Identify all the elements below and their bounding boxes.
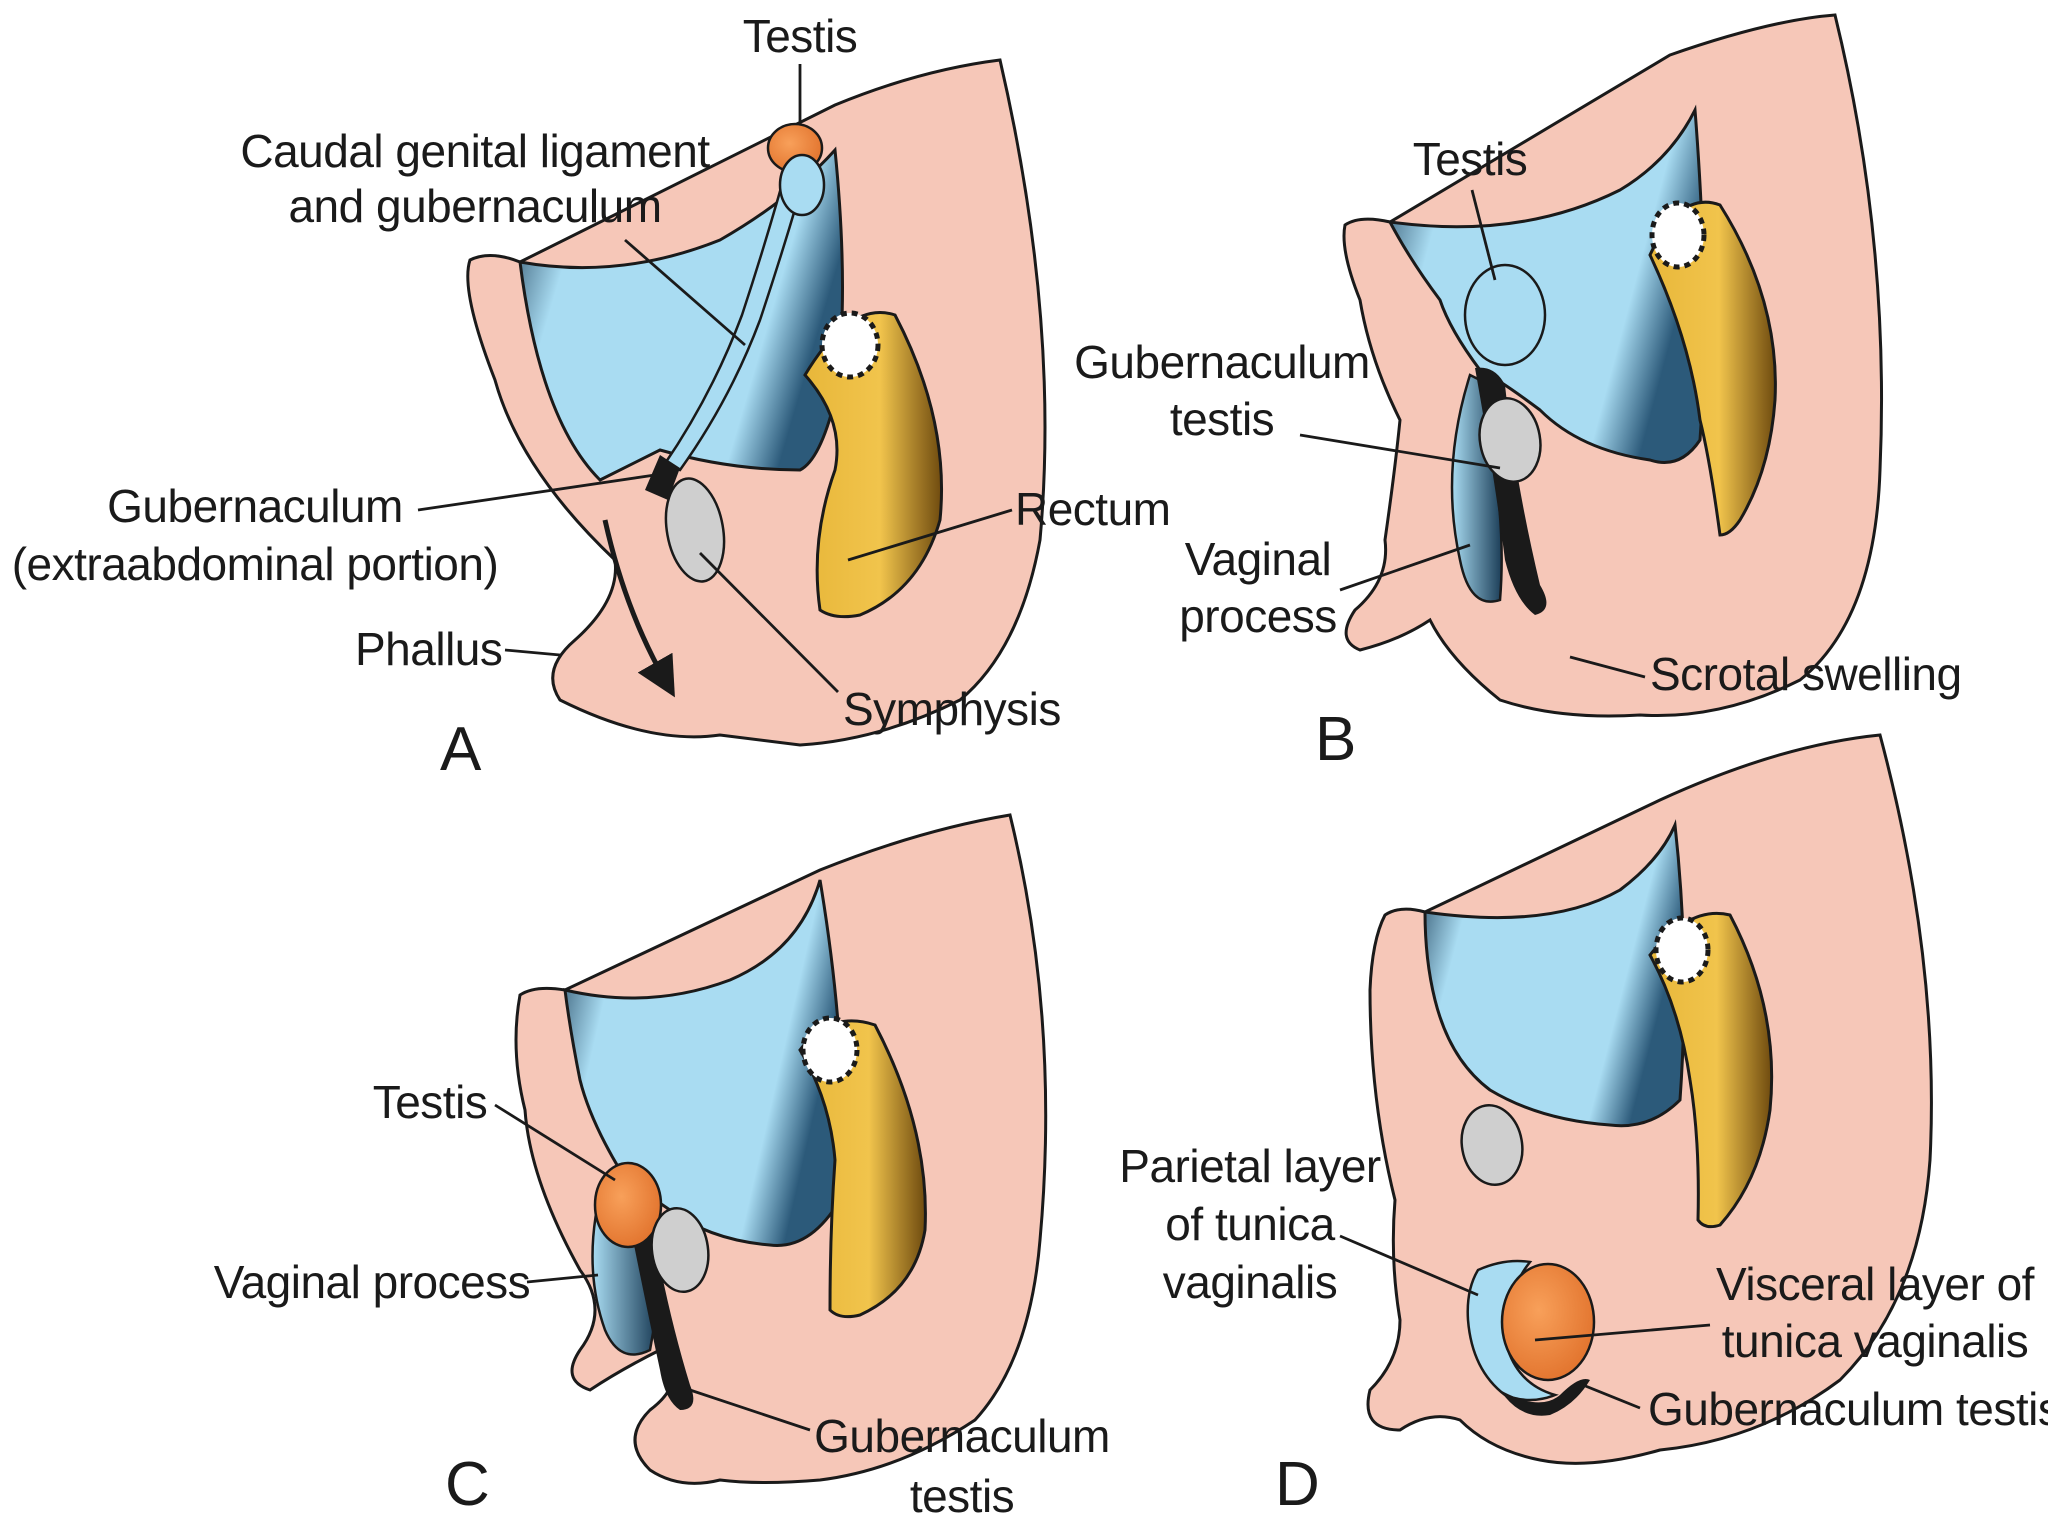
symphysis-d bbox=[1460, 1104, 1524, 1186]
label-d-visceral-1: Visceral layer of bbox=[1716, 1258, 2035, 1310]
panel-letter-d: D bbox=[1275, 1450, 1320, 1519]
panel-letter-c: C bbox=[445, 1450, 490, 1519]
testis-d bbox=[1500, 1262, 1596, 1382]
label-c-gub-1: Gubernaculum bbox=[814, 1410, 1110, 1462]
label-d-gub: Gubernaculum testis bbox=[1648, 1383, 2048, 1435]
label-a-rectum: Rectum bbox=[1015, 483, 1170, 535]
symphysis-c bbox=[650, 1206, 710, 1294]
label-d-visceral-2: tunica vaginalis bbox=[1722, 1315, 2029, 1367]
label-b-testis: Testis bbox=[1413, 133, 1528, 185]
testis-c bbox=[593, 1161, 663, 1249]
rectum-lumen-c bbox=[800, 1015, 860, 1085]
label-d-parietal-1: Parietal layer bbox=[1119, 1140, 1381, 1192]
symphysis-a bbox=[664, 477, 726, 583]
gubernaculum-d bbox=[1500, 1379, 1590, 1416]
label-b-vaginal-1: Vaginal bbox=[1185, 533, 1332, 585]
label-a-caudal-1: Caudal genital ligament bbox=[240, 125, 710, 177]
abdominal-cavity-c bbox=[563, 879, 844, 1247]
rectum-lumen-d bbox=[1653, 915, 1711, 985]
gonad-bulb-a bbox=[778, 153, 826, 217]
label-d-parietal-3: vaginalis bbox=[1163, 1256, 1338, 1308]
rectum-lumen-b bbox=[1649, 200, 1707, 270]
rectum-lumen-a bbox=[819, 310, 881, 380]
panel-d: Parietal layer of tunica vaginalis Visce… bbox=[1119, 733, 2048, 1519]
descent-arrow-a bbox=[602, 519, 675, 698]
abdominal-cavity-d bbox=[1423, 819, 1686, 1128]
panel-letter-a: A bbox=[440, 715, 482, 784]
label-b-vaginal-2: process bbox=[1179, 590, 1337, 642]
panel-a: Testis Caudal genital ligament and guber… bbox=[12, 10, 1171, 784]
rectum-b bbox=[1648, 200, 1777, 537]
gubernaculum-extra-a bbox=[645, 455, 680, 500]
label-a-phallus: Phallus bbox=[355, 623, 502, 675]
symphysis-b bbox=[1478, 397, 1542, 483]
label-b-scrotal: Scrotal swelling bbox=[1650, 648, 1962, 700]
abdominal-cavity-b bbox=[1387, 104, 1706, 464]
rectum-d bbox=[1648, 911, 1774, 1229]
label-a-gub-1: Gubernaculum bbox=[107, 480, 403, 532]
gubernaculum-c bbox=[630, 1224, 694, 1410]
rectum-c bbox=[798, 1019, 927, 1319]
label-a-caudal-2: and gubernaculum bbox=[288, 180, 661, 232]
panel-letter-b: B bbox=[1315, 705, 1356, 774]
label-a-gub-2: (extraabdominal portion) bbox=[12, 538, 499, 590]
panel-b: Testis Gubernaculum testis Vaginal proce… bbox=[1074, 13, 1962, 774]
label-c-testis: Testis bbox=[373, 1076, 488, 1128]
label-c-vaginal: Vaginal process bbox=[214, 1256, 530, 1308]
label-c-gub-2: testis bbox=[910, 1470, 1014, 1522]
parietal-layer-d bbox=[1466, 1259, 1559, 1402]
panel-c: Testis Vaginal process Gubernaculum test… bbox=[214, 813, 1110, 1522]
label-b-gub-2: testis bbox=[1170, 393, 1274, 445]
label-d-parietal-2: of tunica bbox=[1165, 1198, 1335, 1250]
label-b-gub-1: Gubernaculum bbox=[1074, 336, 1370, 388]
label-a-testis: Testis bbox=[743, 10, 858, 62]
testis-b bbox=[1463, 263, 1547, 367]
label-a-symphysis: Symphysis bbox=[843, 683, 1061, 735]
